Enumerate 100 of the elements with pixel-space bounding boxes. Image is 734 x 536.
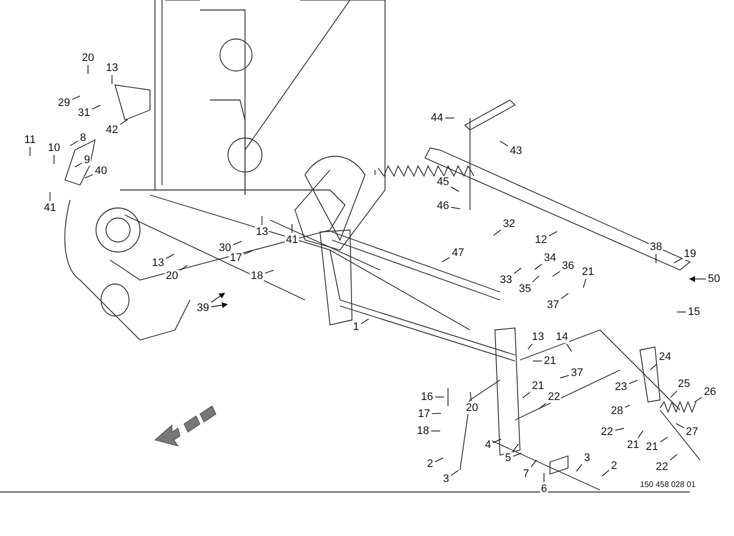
callout-number: 30: [218, 242, 232, 254]
callout-number: 27: [684, 426, 700, 438]
leader-line: [166, 254, 174, 259]
callout-number: 5: [504, 452, 512, 464]
callout-number: 40: [94, 165, 108, 177]
leader-line: [210, 302, 228, 308]
callout-number: 17: [228, 252, 244, 264]
callout-number: 15: [686, 306, 702, 318]
callout-number: 34: [542, 252, 558, 264]
callout-number: 45: [436, 176, 450, 188]
callout-number: 46: [436, 200, 450, 212]
leader-line: [560, 375, 570, 378]
leader-line: [450, 206, 460, 210]
callout-number: 37: [546, 299, 560, 311]
leader-line: [450, 186, 460, 192]
leader-line: [232, 241, 242, 246]
callout-number: 24: [658, 351, 672, 363]
callout-number: 1: [352, 321, 360, 333]
callout-number: 42: [104, 124, 120, 136]
callout-number: 2: [610, 460, 618, 472]
leader-line: [432, 412, 442, 414]
leader-line: [560, 292, 569, 300]
leader-line: [534, 264, 542, 270]
leader-line: [180, 264, 188, 271]
leader-line: [602, 470, 610, 476]
callout-number: 13: [530, 331, 546, 343]
leader-line: [538, 403, 546, 410]
leader-line: [92, 104, 101, 110]
leader-line: [614, 428, 624, 431]
leader-line: [74, 162, 82, 168]
leader-line: [120, 119, 128, 125]
leader-line: [514, 268, 522, 274]
leader-line: [670, 390, 678, 398]
callout-number: 18: [250, 270, 264, 282]
leader-line: [360, 318, 370, 324]
leader-line: [650, 364, 658, 370]
callout-number: 21: [542, 355, 558, 367]
callout-number: 21: [644, 441, 660, 453]
leader-line: [244, 250, 253, 255]
callout-number: 6: [540, 483, 548, 495]
callout-number: 7: [522, 468, 530, 480]
callout-number: 22: [654, 461, 670, 473]
callout-number: 47: [450, 247, 466, 259]
leader-line: [434, 396, 445, 398]
leader-line: [624, 404, 630, 408]
callout-number: 31: [76, 107, 92, 119]
callout-number: 14: [554, 331, 570, 343]
callout-number: 35: [518, 283, 532, 295]
leader-line: [442, 257, 450, 262]
callout-number: 2: [426, 458, 434, 470]
leader-line: [430, 430, 441, 432]
leader-line: [694, 396, 702, 403]
leader-line: [628, 380, 638, 384]
callout-number: 36: [560, 260, 576, 272]
callout-number: 41: [42, 202, 58, 214]
leader-line: [582, 278, 586, 288]
callout-number: 16: [420, 391, 434, 403]
leader-line: [450, 470, 459, 476]
callout-number: 11: [23, 134, 37, 146]
callout-number: 28: [610, 405, 624, 417]
callout-number: 26: [702, 386, 718, 398]
callout-number: 38: [648, 241, 664, 253]
leader-line: [210, 292, 226, 303]
leader-line: [530, 459, 537, 468]
callout-number: 50: [706, 273, 722, 285]
leader-line: [532, 275, 540, 282]
leader-line: [493, 230, 502, 236]
callout-number: 3: [582, 452, 592, 464]
leader-line: [512, 452, 522, 457]
callout-number: 41: [284, 234, 300, 246]
callout-number: 13: [150, 257, 166, 269]
leader-line: [492, 438, 502, 444]
callout-number: 44: [430, 112, 444, 124]
leader-line: [500, 140, 508, 146]
leader-line: [470, 392, 472, 402]
callout-number: 39: [196, 302, 210, 314]
callout-number: 32: [502, 218, 516, 230]
callout-number: 22: [546, 391, 562, 403]
callout-number: 13: [254, 226, 270, 238]
callout-number: 37: [570, 367, 584, 379]
leader-line: [660, 436, 668, 442]
leader-line: [638, 430, 644, 438]
callout-number: 19: [682, 248, 698, 260]
leader-line: [532, 360, 542, 362]
callout-number: 13: [104, 62, 120, 74]
callout-number: 3: [442, 473, 450, 485]
leader-line: [674, 258, 682, 264]
callout-number: 22: [600, 426, 614, 438]
leader-line: [434, 458, 444, 462]
leader-line: [528, 344, 533, 350]
callout-number: 9: [82, 154, 92, 166]
leader-line: [512, 444, 519, 452]
callout-number: 33: [498, 274, 514, 286]
callout-number: 29: [56, 97, 72, 109]
callout-number: 12: [534, 234, 548, 246]
leader-line: [72, 96, 80, 100]
callout-number: 18: [416, 425, 430, 437]
leader-line: [70, 140, 78, 146]
leader-line: [676, 423, 684, 428]
leader-line: [548, 231, 558, 236]
